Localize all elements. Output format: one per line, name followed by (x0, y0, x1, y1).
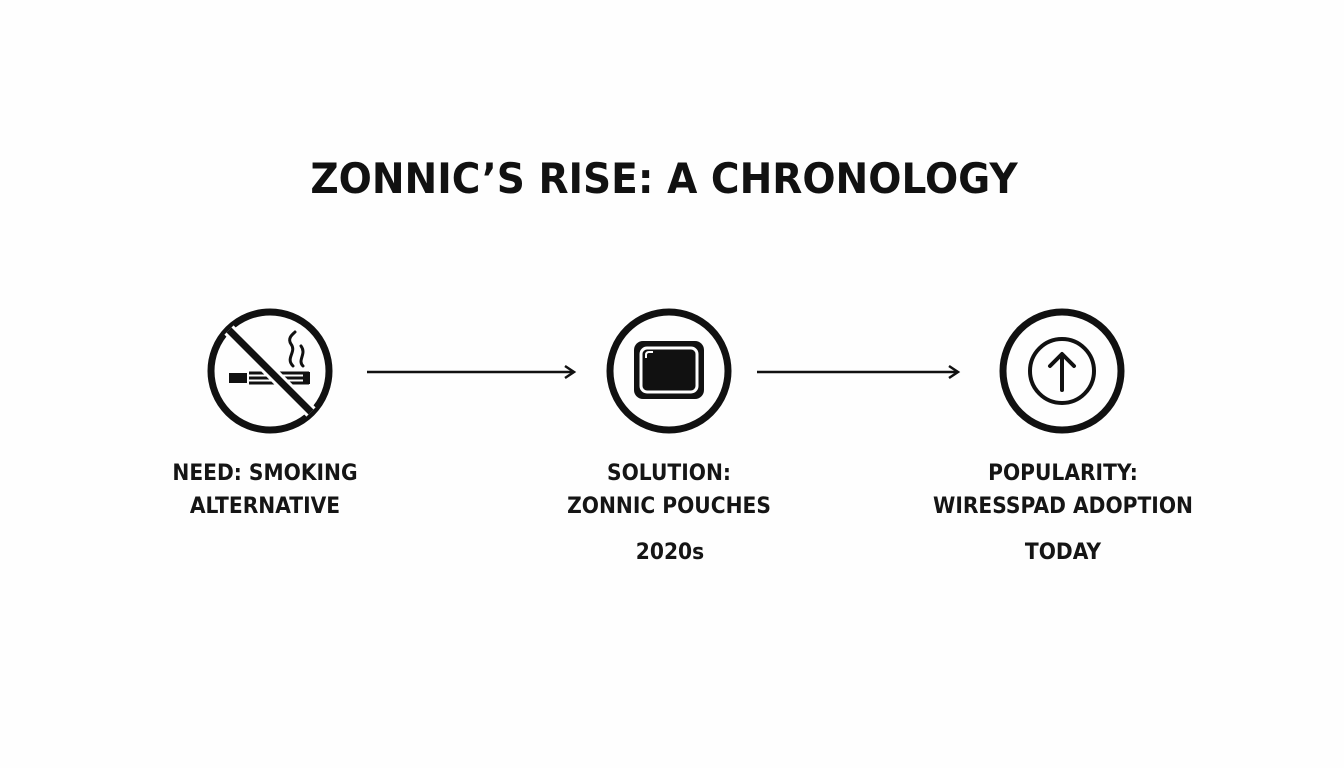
step-solution-date: 2020s (635, 540, 705, 565)
step-solution-label-line-1: SOLUTION: (607, 461, 731, 486)
step-popularity-label-line-1: POPULARITY: (988, 461, 1138, 486)
step-popularity-label: POPULARITY: WIRESSPAD ADOPTION (916, 457, 1210, 523)
timeline-arrow-2 (757, 362, 963, 382)
step-solution-label: SOLUTION: ZONNIC POUCHES (522, 457, 816, 523)
no-smoking-icon (205, 306, 335, 436)
diagram-title: ZONNIC’S RISE: A CHRONOLOGY (310, 154, 1018, 203)
step-need-label: NEED: SMOKING ALTERNATIVE (118, 457, 412, 523)
step-need-label-line-2: ALTERNATIVE (189, 494, 341, 519)
step-solution-label-line-2: ZONNIC POUCHES (567, 494, 771, 519)
step-popularity-date: TODAY (1024, 540, 1102, 565)
step-need-label-line-1: NEED: SMOKING (172, 461, 358, 486)
pouch-icon (604, 306, 734, 436)
step-popularity-label-line-2: WIRESSPAD ADOPTION (932, 494, 1193, 519)
arrow-up-icon (997, 306, 1127, 436)
timeline-arrow-1 (367, 362, 579, 382)
